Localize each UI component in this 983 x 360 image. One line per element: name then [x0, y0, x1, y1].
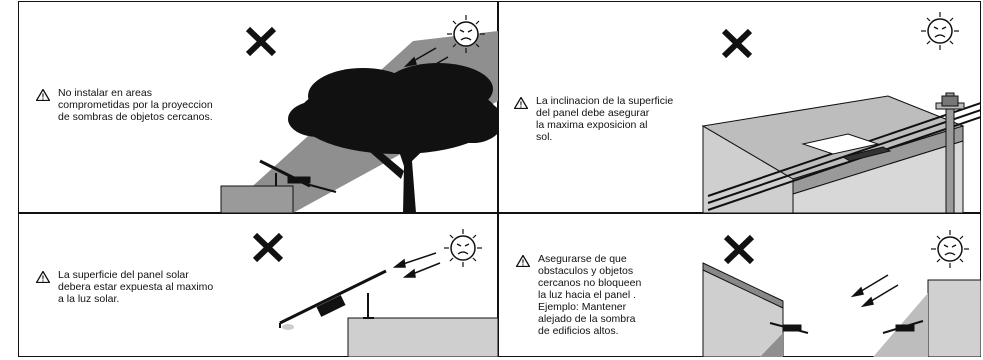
panel-tree-shadow: ! No instalar en areas comprometidas por…	[18, 1, 498, 213]
building-wall	[347, 317, 498, 357]
warning-text: Asegurarse de que obstaculos y objetos c…	[538, 253, 642, 337]
panel-surface-exposure: ! La superficie del panel solar debera e…	[18, 213, 498, 357]
svg-text:!: !	[42, 93, 45, 102]
panel-divider-vertical	[497, 1, 499, 357]
x-mark-icon	[245, 26, 277, 57]
warning-triangle-icon: !	[36, 271, 50, 283]
instruction-sheet-frame	[18, 1, 981, 357]
warning-note-1: ! No instalar en areas comprometidas por…	[36, 87, 213, 123]
sun-rays-icon	[850, 274, 899, 308]
warning-note-3: ! La superficie del panel solar debera e…	[36, 269, 214, 305]
sun-rays-icon	[403, 47, 449, 77]
x-mark-icon	[723, 234, 755, 265]
svg-text:!: !	[520, 101, 523, 110]
panel-roof-tilt: ! La inclinacion de la superficie del pa…	[498, 1, 981, 213]
utility-pole	[935, 92, 965, 213]
solar-panel-icon	[259, 159, 337, 193]
right-building	[927, 279, 981, 357]
tree-icon	[288, 63, 498, 213]
x-mark-icon	[252, 232, 284, 263]
left-building	[702, 267, 784, 357]
warning-triangle-icon: !	[514, 97, 528, 109]
warning-text: La inclinacion de la superficie del pane…	[536, 95, 674, 143]
surface-exposure-illustration	[252, 229, 498, 357]
warning-note-4: ! Asegurarse de que obstaculos y objetos…	[516, 253, 642, 337]
sun-rays-icon	[392, 252, 441, 278]
solar-panel-icon	[279, 269, 387, 328]
x-mark-icon	[721, 28, 753, 59]
angry-sun-icon	[931, 230, 969, 268]
warning-note-2: ! La inclinacion de la superficie del pa…	[514, 95, 674, 143]
panel-divider-horizontal	[18, 212, 981, 214]
shadow-area	[760, 333, 783, 357]
solar-panel-icon	[801, 133, 892, 162]
mounting-block	[220, 185, 294, 213]
angry-sun-icon	[921, 12, 959, 50]
warning-text: No instalar en areas comprometidas por l…	[58, 87, 213, 123]
svg-text:!: !	[522, 259, 525, 268]
roof-tilt-illustration	[701, 12, 981, 213]
left-building-roof	[702, 262, 784, 309]
svg-text:!: !	[42, 275, 45, 284]
panel-building-shadow: ! Asegurarse de que obstaculos y objetos…	[498, 213, 981, 357]
tree-shadow-illustration	[220, 15, 498, 213]
warning-triangle-icon: !	[36, 89, 50, 101]
warning-triangle-icon: !	[516, 255, 530, 267]
warning-text: La superficie del panel solar debera est…	[58, 269, 214, 305]
angry-sun-icon	[447, 15, 485, 53]
building-shadow-illustration	[702, 230, 981, 357]
solar-panel-icon	[769, 320, 924, 334]
light-glow	[282, 324, 294, 330]
building-side	[792, 140, 964, 213]
angry-sun-icon	[444, 229, 482, 267]
